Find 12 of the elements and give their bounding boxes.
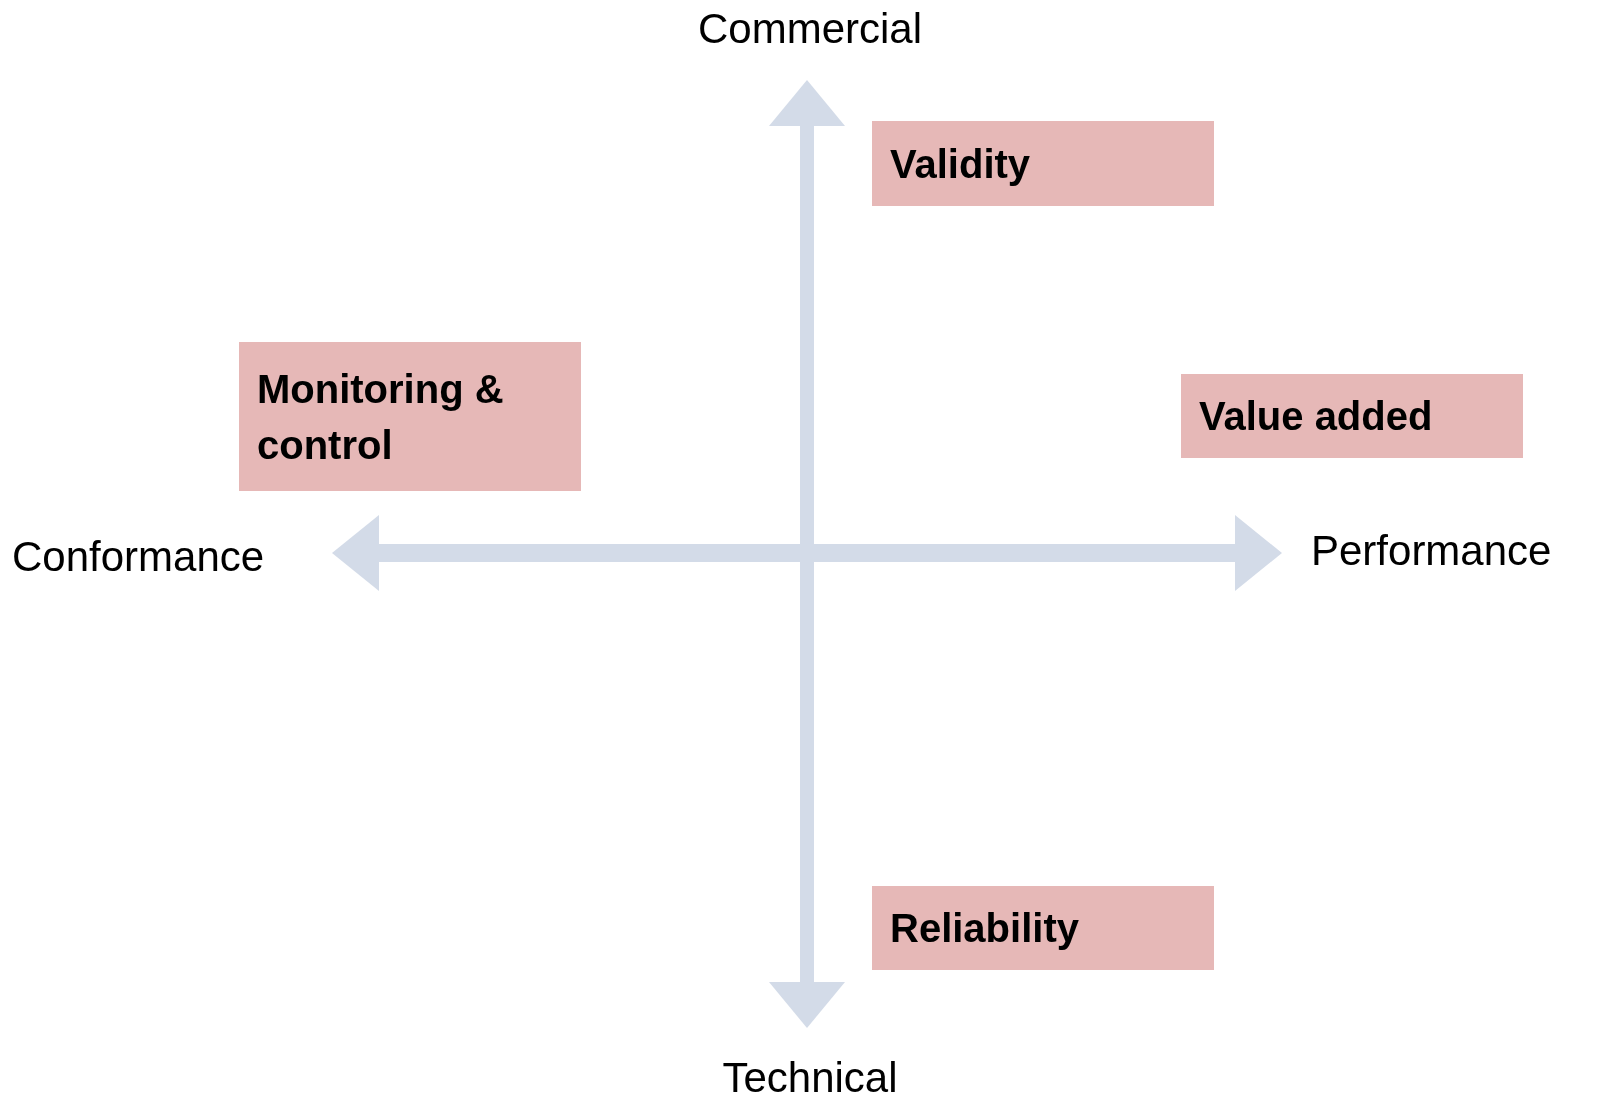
- category-box: [872, 886, 1214, 970]
- category-label: Monitoring & control: [257, 365, 505, 469]
- category-box: [239, 342, 581, 491]
- axis-end-label: Commercial: [698, 4, 922, 54]
- category-label: Value added: [1199, 393, 1433, 440]
- category-label: Reliability: [890, 905, 1079, 952]
- axis-end-label: Conformance: [12, 532, 265, 582]
- axis-end-label: Technical: [722, 1053, 898, 1100]
- axis-end-label: Performance: [1311, 526, 1552, 576]
- category-label: Validity: [890, 140, 1031, 188]
- category-box: [1181, 374, 1523, 458]
- category-box: [872, 121, 1214, 206]
